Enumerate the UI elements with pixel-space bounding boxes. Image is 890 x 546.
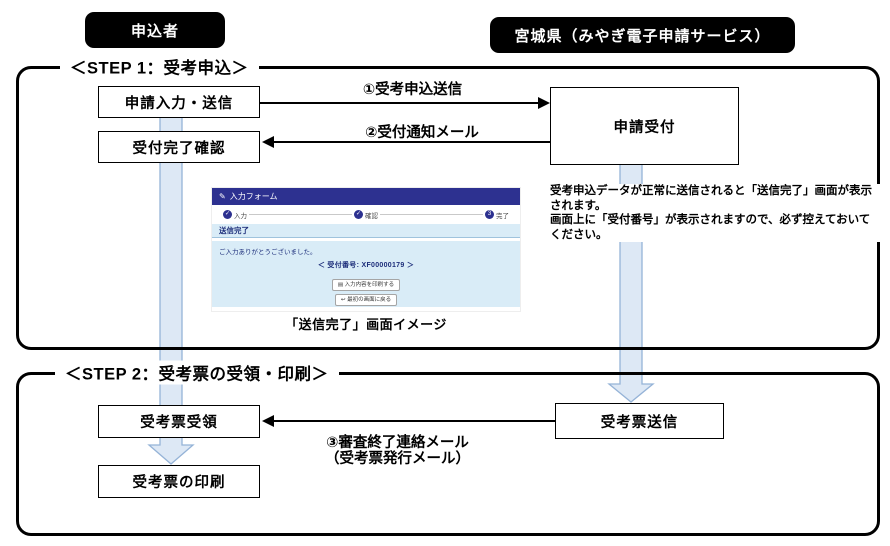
back-button-row: ↩ 最初の画面に戻る (212, 288, 520, 306)
screen-image-caption: 「送信完了」画面イメージ (285, 317, 447, 332)
progress-step-label: 完了 (496, 212, 509, 220)
progress-step-label: 入力 (234, 212, 247, 220)
progress-step-confirm: ✓ 確認 (352, 209, 380, 220)
note-line: 受考申込データが正常に送信されると「送信完了」画面が表示 (550, 185, 872, 197)
note-text: 受考申込データが正常に送信されると「送信完了」画面が表示 されます。 画面上に「… (550, 184, 886, 242)
step1-title: ＜STEP 1：受考申込＞ (60, 54, 259, 79)
return-icon: ↩ (340, 297, 346, 303)
arrow2-label: ②受付通知メール (365, 125, 479, 141)
screen-divider (212, 238, 520, 241)
actor-applicant: 申込者 (85, 12, 225, 48)
progress-step-complete: 3 完了 (483, 209, 511, 220)
arrow3-label-line1: ③審査終了連絡メール (326, 435, 469, 451)
form-icon: ✎ (219, 191, 226, 201)
arrow3-label: ③審査終了連絡メール （受考票発行メール） (300, 435, 495, 467)
back-button[interactable]: ↩ 最初の画面に戻る (334, 294, 398, 306)
box-ticket-receive: 受考票受領 (98, 405, 260, 438)
step-check-icon: ✓ (223, 210, 232, 219)
print-icon: ▤ (337, 282, 344, 288)
step-number-icon: 3 (485, 210, 494, 219)
thanks-message: ご入力ありがとうございました。 (219, 249, 317, 256)
screen-section-title: 送信完了 (212, 224, 520, 238)
step2-frame (16, 372, 880, 536)
arrow1-label: ①受考申込送信 (362, 82, 463, 98)
completion-screen-image: ✎ 入力フォーム ✓ 入力 ✓ 確認 3 完了 送信完了 ご入力ありがとうござい… (212, 188, 520, 311)
actor-service: 宮城県（みやぎ電子申請サービス） (490, 17, 795, 53)
progress-step-input: ✓ 入力 (221, 209, 249, 220)
screen-progress-steps: ✓ 入力 ✓ 確認 3 完了 (212, 205, 520, 224)
note-line: 画面上に「受付番号」が表示されますので、必ず控えておいて (550, 214, 871, 226)
arrow1-head-icon (538, 97, 550, 109)
arrow3-head-icon (262, 415, 274, 427)
note-line: ください。 (550, 228, 608, 241)
box-application-input-send: 申請入力・送信 (98, 86, 260, 118)
receipt-number: ＜ 受付番号: XF00000179 ＞ (317, 262, 415, 269)
step2-title: ＜STEP 2：受考票の受領・印刷＞ (55, 360, 339, 385)
step-check-icon: ✓ (354, 210, 363, 219)
back-button-label: 最初の画面に戻る (347, 297, 392, 303)
print-button[interactable]: ▤ 入力内容を印刷する (331, 279, 401, 291)
note-line: されます。 (550, 199, 607, 212)
screen-header-bar: ✎ 入力フォーム (212, 188, 520, 205)
arrow3-label-line2: （受考票発行メール） (325, 450, 470, 467)
box-receipt-confirmation: 受付完了確認 (98, 131, 260, 163)
box-ticket-print: 受考票の印刷 (98, 465, 260, 498)
box-ticket-send: 受考票送信 (555, 403, 724, 439)
print-button-label: 入力内容を印刷する (344, 282, 395, 288)
progress-step-label: 確認 (365, 212, 378, 220)
screen-header-title: 入力フォーム (229, 192, 278, 201)
screen-content-area: ご入力ありがとうございました。 ＜ 受付番号: XF00000179 ＞ ▤ 入… (212, 241, 520, 307)
print-button-row: ▤ 入力内容を印刷する (212, 273, 520, 291)
box-application-reception: 申請受付 (550, 87, 739, 165)
arrow2-head-icon (262, 136, 274, 148)
